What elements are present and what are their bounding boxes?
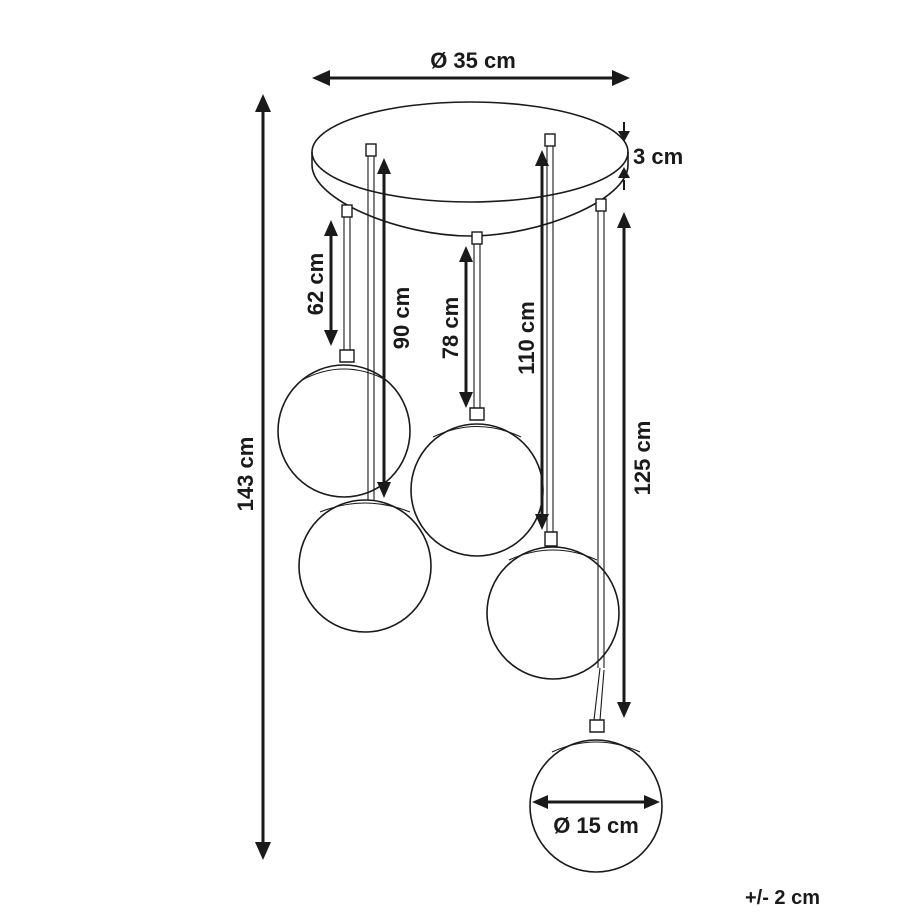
globe-diameter-dimension <box>532 795 660 809</box>
cable-2-dimension <box>377 158 391 498</box>
pendant-3 <box>410 231 544 557</box>
cable-5-label: 125 cm <box>630 421 655 496</box>
canopy <box>311 101 629 237</box>
cable-2-label: 90 cm <box>389 287 414 349</box>
globe-diameter-label: Ø 15 cm <box>553 813 639 838</box>
cable-3-dimension <box>459 246 473 408</box>
pendant-4 <box>486 133 620 680</box>
overall-height-dimension <box>255 94 271 860</box>
cable-1-dimension <box>324 220 338 346</box>
tolerance-note: +/- 2 cm <box>745 887 820 909</box>
cable-5-dimension <box>617 212 631 718</box>
pendant-1 <box>277 204 411 498</box>
cable-1-label: 62 cm <box>303 253 328 315</box>
cable-4-dimension <box>535 150 549 530</box>
canopy-diameter-dimension <box>312 70 630 86</box>
cable-4-label: 110 cm <box>514 301 539 374</box>
canopy-diameter-label: Ø 35 cm <box>430 48 516 73</box>
pendant-5 <box>529 198 663 873</box>
canopy-height-dimension <box>618 122 630 190</box>
canopy-height-label: 3 cm <box>633 144 683 169</box>
overall-height-label: 143 cm <box>233 437 258 512</box>
cable-3-label: 78 cm <box>438 297 463 359</box>
pendant-2 <box>298 143 432 633</box>
